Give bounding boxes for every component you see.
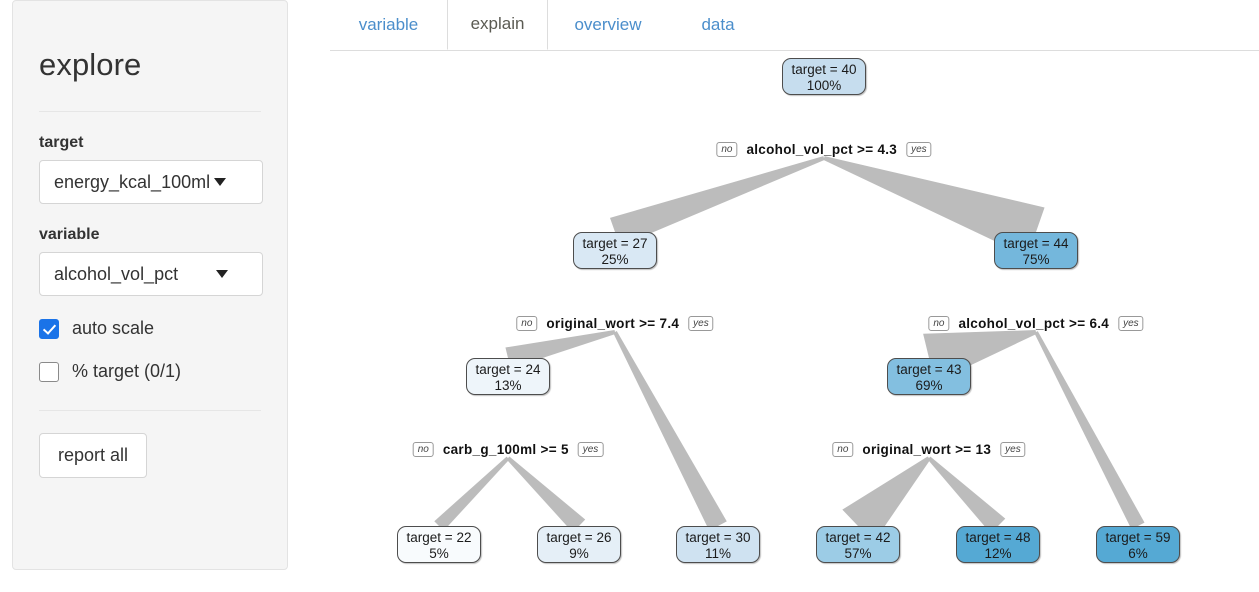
tree-node-percent: 75% bbox=[1022, 252, 1050, 267]
tree-node-percent: 6% bbox=[1128, 546, 1148, 561]
tab-variable[interactable]: variable bbox=[330, 0, 447, 50]
page-title: explore bbox=[39, 47, 142, 82]
split-condition: carb_g_100ml >= 5 bbox=[442, 442, 569, 457]
split-yes-badge[interactable]: yes bbox=[1118, 316, 1144, 331]
tree-node-value: target = 43 bbox=[896, 362, 962, 377]
split-no-badge[interactable]: no bbox=[716, 142, 738, 157]
tree-edge bbox=[842, 456, 931, 543]
split-no-badge[interactable]: no bbox=[928, 316, 950, 331]
chevron-down-icon bbox=[216, 270, 228, 278]
tree-node-value: target = 22 bbox=[406, 530, 472, 545]
auto-scale-checkbox-row[interactable]: auto scale bbox=[39, 318, 261, 339]
split-no-badge[interactable]: no bbox=[832, 442, 854, 457]
tree-node-value: target = 44 bbox=[1003, 236, 1069, 251]
tree-node-percent: 11% bbox=[704, 546, 732, 561]
tree-edge bbox=[506, 456, 586, 533]
split-condition: alcohol_vol_pct >= 4.3 bbox=[746, 142, 898, 157]
tree-node-value: target = 59 bbox=[1105, 530, 1171, 545]
split-condition: original_wort >= 7.4 bbox=[546, 316, 680, 331]
tree-node-percent: 69% bbox=[915, 378, 943, 393]
tab-label: data bbox=[701, 14, 735, 34]
tree-edge bbox=[609, 156, 825, 247]
split-condition: original_wort >= 13 bbox=[862, 442, 992, 457]
tree-node-percent: 25% bbox=[601, 252, 629, 267]
target-label: target bbox=[39, 134, 84, 151]
tree-node-value: target = 42 bbox=[825, 530, 891, 545]
tree-node-percent: 12% bbox=[984, 546, 1012, 561]
tab-bar: variable explain overview data bbox=[330, 0, 1259, 51]
chevron-down-icon bbox=[214, 178, 227, 186]
split-yes-badge[interactable]: yes bbox=[688, 316, 714, 331]
pct-target-label: % target (0/1) bbox=[72, 361, 182, 381]
pct-target-checkbox-row[interactable]: % target (0/1) bbox=[39, 361, 261, 382]
tree-split-row: no alcohol_vol_pct >= 6.4 yes bbox=[928, 316, 1144, 331]
split-yes-badge[interactable]: yes bbox=[1000, 442, 1026, 457]
tree-edge bbox=[927, 456, 1006, 534]
tree-split-row: no carb_g_100ml >= 5 yes bbox=[412, 442, 604, 457]
tree-node-percent: 9% bbox=[569, 546, 589, 561]
variable-select[interactable]: alcohol_vol_pct bbox=[39, 252, 263, 296]
tab-label: variable bbox=[358, 14, 419, 34]
report-all-button[interactable]: report all bbox=[39, 433, 148, 478]
variable-label: variable bbox=[39, 226, 100, 243]
tab-explain[interactable]: explain bbox=[447, 0, 548, 50]
tree-edge bbox=[613, 331, 727, 531]
tab-label: explain bbox=[470, 14, 525, 33]
split-no-badge[interactable]: no bbox=[412, 442, 434, 457]
tree-edge bbox=[1034, 331, 1145, 530]
split-yes-badge[interactable]: yes bbox=[577, 442, 604, 457]
target-select[interactable]: energy_kcal_100ml bbox=[39, 160, 263, 204]
split-condition: alcohol_vol_pct >= 6.4 bbox=[958, 316, 1110, 331]
target-select-value: energy_kcal_100ml bbox=[54, 171, 211, 192]
divider-bottom bbox=[39, 410, 261, 411]
tree-node-value: target = 48 bbox=[965, 530, 1031, 545]
pct-target-checkbox[interactable] bbox=[39, 361, 59, 382]
tab-data[interactable]: data bbox=[668, 0, 768, 50]
tree-node-percent: 57% bbox=[844, 546, 872, 561]
tree-node-percent: 5% bbox=[429, 546, 449, 561]
tree-node-percent: 100% bbox=[806, 78, 842, 93]
tree-node-value: target = 30 bbox=[685, 530, 751, 545]
variable-select-value: alcohol_vol_pct bbox=[54, 263, 179, 284]
auto-scale-label: auto scale bbox=[72, 318, 155, 338]
tree-split-row: no original_wort >= 13 yes bbox=[832, 442, 1026, 457]
tree-split-row: no alcohol_vol_pct >= 4.3 yes bbox=[716, 142, 932, 157]
tree-node-percent: 13% bbox=[494, 378, 522, 393]
divider-top bbox=[39, 111, 261, 112]
tree-split-row: no original_wort >= 7.4 yes bbox=[516, 316, 714, 331]
split-yes-badge[interactable]: yes bbox=[906, 142, 932, 157]
tab-label: overview bbox=[574, 14, 642, 34]
split-no-badge[interactable]: no bbox=[516, 316, 538, 331]
tree-node-value: target = 26 bbox=[546, 530, 612, 545]
explore-sidebar: explore target energy_kcal_100ml variabl… bbox=[12, 0, 288, 570]
tree-edge bbox=[823, 156, 1045, 257]
tree-node-value: target = 24 bbox=[475, 362, 541, 377]
tree-node-value: target = 40 bbox=[791, 62, 857, 77]
auto-scale-checkbox[interactable] bbox=[39, 318, 59, 339]
tab-overview[interactable]: overview bbox=[548, 0, 668, 50]
tree-edge bbox=[434, 456, 510, 531]
tree-node-value: target = 27 bbox=[582, 236, 648, 251]
